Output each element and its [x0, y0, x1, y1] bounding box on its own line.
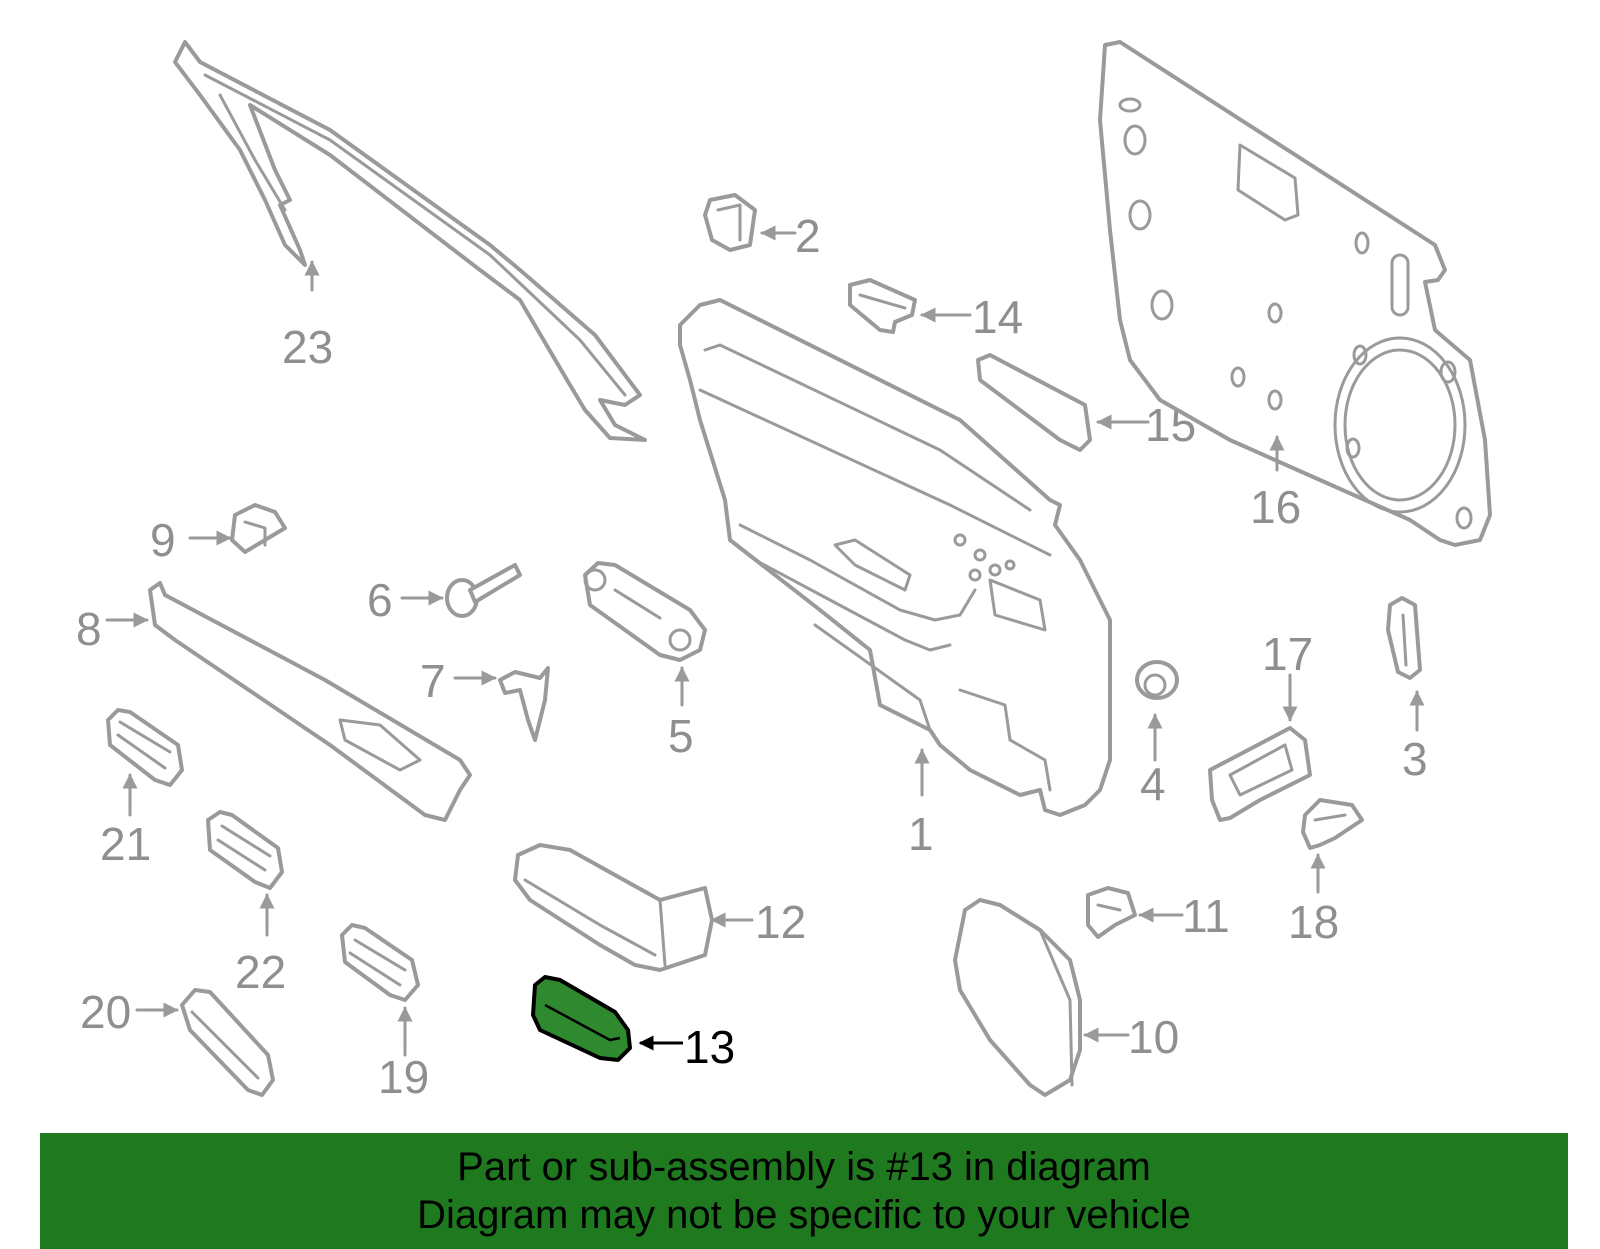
info-banner: Part or sub-assembly is #13 in diagram D… [40, 1133, 1568, 1249]
callout-20: 20 [80, 986, 131, 1038]
part-11-clip [1086, 886, 1137, 939]
callout-10: 10 [1128, 1011, 1179, 1063]
part-13-highlighted-trim [531, 975, 632, 1062]
callout-11: 11 [1182, 890, 1230, 942]
part-1-door-trim-panel [678, 298, 1112, 817]
part-18-bracket [1301, 798, 1364, 850]
part-6-push-pin [445, 563, 522, 618]
callout-21: 21 [100, 818, 151, 870]
callout-22: 22 [235, 946, 286, 998]
part-5-handle-bracket [583, 561, 707, 662]
part-3-cap [1386, 596, 1422, 680]
banner-line-disclaimer: Diagram may not be specific to your vehi… [417, 1193, 1191, 1237]
callout-4: 4 [1140, 758, 1166, 810]
callout-5: 5 [668, 710, 694, 762]
part-20-bezel [180, 988, 275, 1097]
part-15-strip [976, 353, 1092, 452]
part-22-switch [206, 810, 284, 890]
callout-12: 12 [755, 896, 806, 948]
part-21-switch [106, 708, 184, 787]
callout-23: 23 [282, 321, 333, 373]
part-19-switch [340, 923, 420, 1002]
callout-7: 7 [420, 655, 446, 707]
callout-2: 2 [795, 210, 821, 262]
callout-3: 3 [1402, 733, 1428, 785]
callout-14: 14 [972, 291, 1023, 343]
callout-9: 9 [150, 514, 176, 566]
callout-16: 16 [1250, 481, 1301, 533]
part-10-grille-cover [953, 898, 1082, 1097]
part-7-clip [498, 666, 550, 742]
callout-18: 18 [1288, 896, 1339, 948]
part-8-armrest-trim [148, 581, 472, 822]
callout-8: 8 [76, 603, 102, 655]
callout-1: 1 [908, 808, 934, 860]
callout-13: 13 [684, 1021, 735, 1073]
callout-6: 6 [367, 574, 393, 626]
part-9-clip [230, 503, 287, 554]
part-4-grommet [1135, 660, 1179, 700]
part-14-clip [848, 278, 917, 334]
part-2-clip [703, 193, 757, 252]
part-12-armrest-pad [513, 843, 714, 972]
banner-line-part: Part or sub-assembly is #13 in diagram [457, 1145, 1151, 1189]
part-23-window-molding [173, 40, 647, 442]
callout-19: 19 [378, 1051, 429, 1103]
part-16-panel [1098, 40, 1492, 547]
part-17-switch-housing [1208, 726, 1312, 822]
callout-17: 17 [1262, 628, 1313, 680]
